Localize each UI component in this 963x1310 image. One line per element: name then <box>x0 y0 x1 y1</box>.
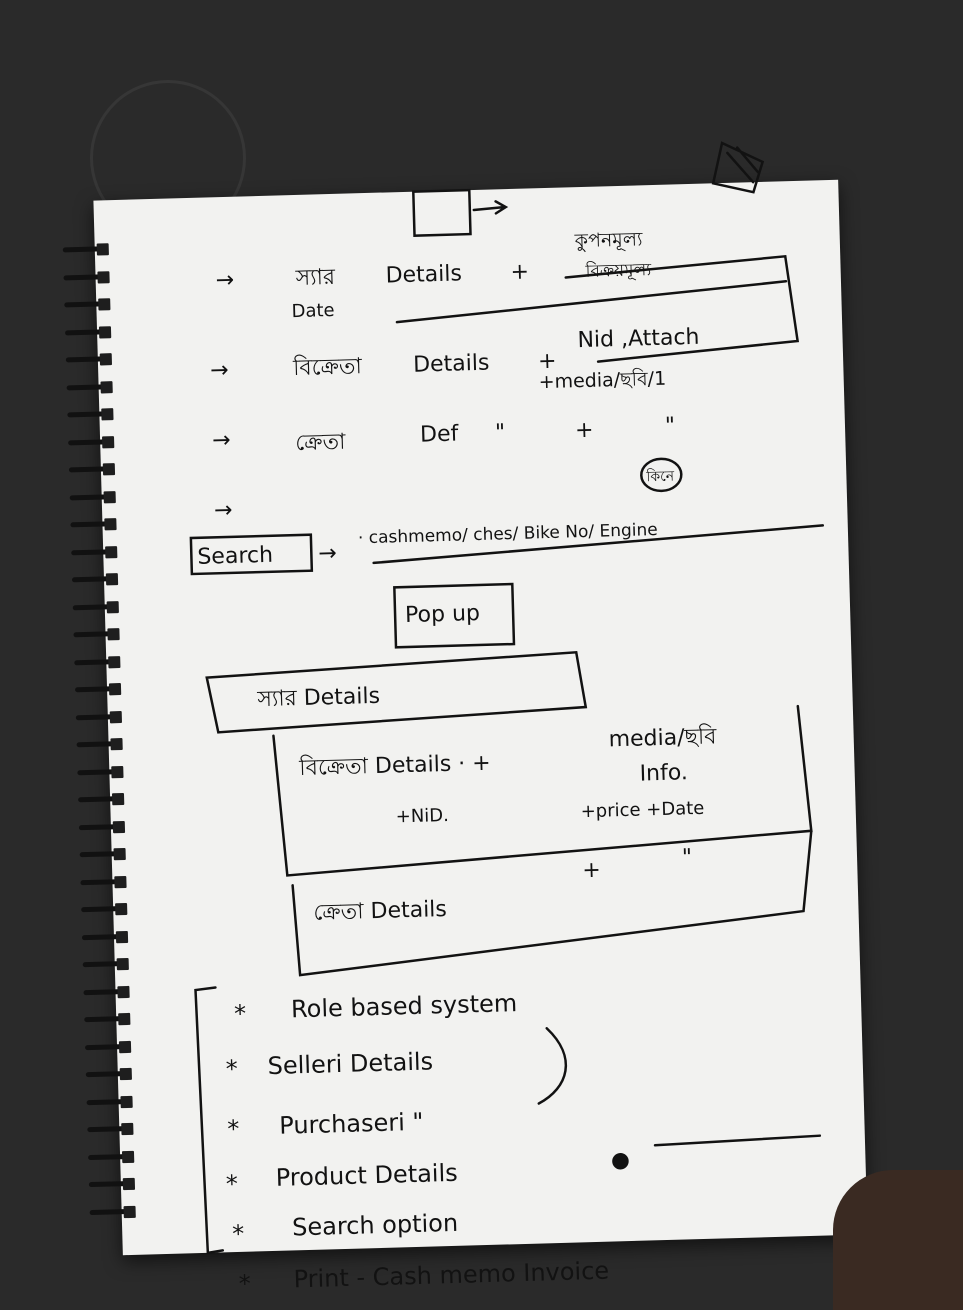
details-header: স্যার Details <box>256 684 380 712</box>
line3-word: ক্রেতা <box>295 430 347 456</box>
feature-product: Product Details <box>275 1159 458 1192</box>
line2-arrow: → <box>210 358 229 384</box>
search-arrow: → <box>318 541 337 567</box>
line2-label: Details <box>413 351 490 378</box>
line2-word: বিক্রেতা <box>292 353 363 381</box>
feature-seller: Selleri Details <box>267 1047 433 1080</box>
line3-arrow: → <box>212 428 231 454</box>
feature-print: Print - Cash memo Invoice <box>293 1257 609 1294</box>
feature-bullet-5: * <box>232 1220 245 1248</box>
line4-circle-note: কিনে <box>645 467 675 485</box>
popup-label: Pop up <box>405 601 480 628</box>
underline-1 <box>395 280 788 324</box>
line4-arrow: → <box>214 498 233 524</box>
line1-label: Details <box>385 261 462 288</box>
seller-price-date: +price +Date <box>580 798 704 822</box>
feature-search: Search option <box>292 1209 459 1242</box>
seller-info: Info. <box>639 760 688 786</box>
feature-role-based: Role based system <box>291 989 518 1023</box>
line1-word: স্যার <box>294 265 336 291</box>
features-bracket <box>194 986 225 1255</box>
feature-bullet-6: * <box>238 1270 251 1298</box>
notebook-page: → স্যার Details + কুপনমূল্য বিক্রয়মূল্য… <box>62 141 868 1298</box>
details-header-box <box>205 650 588 734</box>
line1-plus: + <box>510 259 529 285</box>
feature-bullet-3: * <box>227 1115 240 1143</box>
line3-ditto: " <box>495 420 506 445</box>
search-label: Search <box>197 543 273 570</box>
line3-plus: + <box>575 418 594 444</box>
line2-media: +media/ছবি/1 <box>538 368 666 394</box>
feature-bullet-2: * <box>225 1055 238 1083</box>
popup-box <box>393 582 516 649</box>
seller-media: media/ছবি <box>608 723 717 752</box>
buyer-plus: + <box>582 858 601 884</box>
seller-details: বিক্রেতা Details · + <box>298 750 491 781</box>
feature-purchaser: Purchaseri " <box>279 1108 424 1140</box>
line1-arrow: → <box>215 268 234 294</box>
line2-nid-attach: Nid ,Attach <box>577 325 700 353</box>
line1-date: Date <box>291 300 335 322</box>
feature-bullet-1: * <box>234 1000 247 1028</box>
line3-ditto2: " <box>665 413 676 438</box>
circle-note-ring <box>640 457 683 493</box>
line2-plus: + <box>538 349 557 375</box>
line3-label: Def <box>420 421 460 447</box>
top-box-doodle <box>412 188 472 237</box>
feature-bullet-4: * <box>226 1170 239 1198</box>
corner-scribble <box>711 141 765 194</box>
buyer-details: ক্রেতা Details <box>313 897 447 926</box>
thumb <box>833 1170 963 1310</box>
seller-nid: +NiD. <box>395 805 449 827</box>
buyer-ditto: " <box>682 845 693 870</box>
search-box <box>189 533 314 576</box>
line1-extra-bottom: বিক্রয়মূল্য <box>584 259 652 282</box>
line1-extra-top: কুপনমূল্য <box>573 228 643 252</box>
handwritten-notes: → স্যার Details + কুপনমূল্য বিক্রয়মূল্য… <box>189 141 825 1298</box>
